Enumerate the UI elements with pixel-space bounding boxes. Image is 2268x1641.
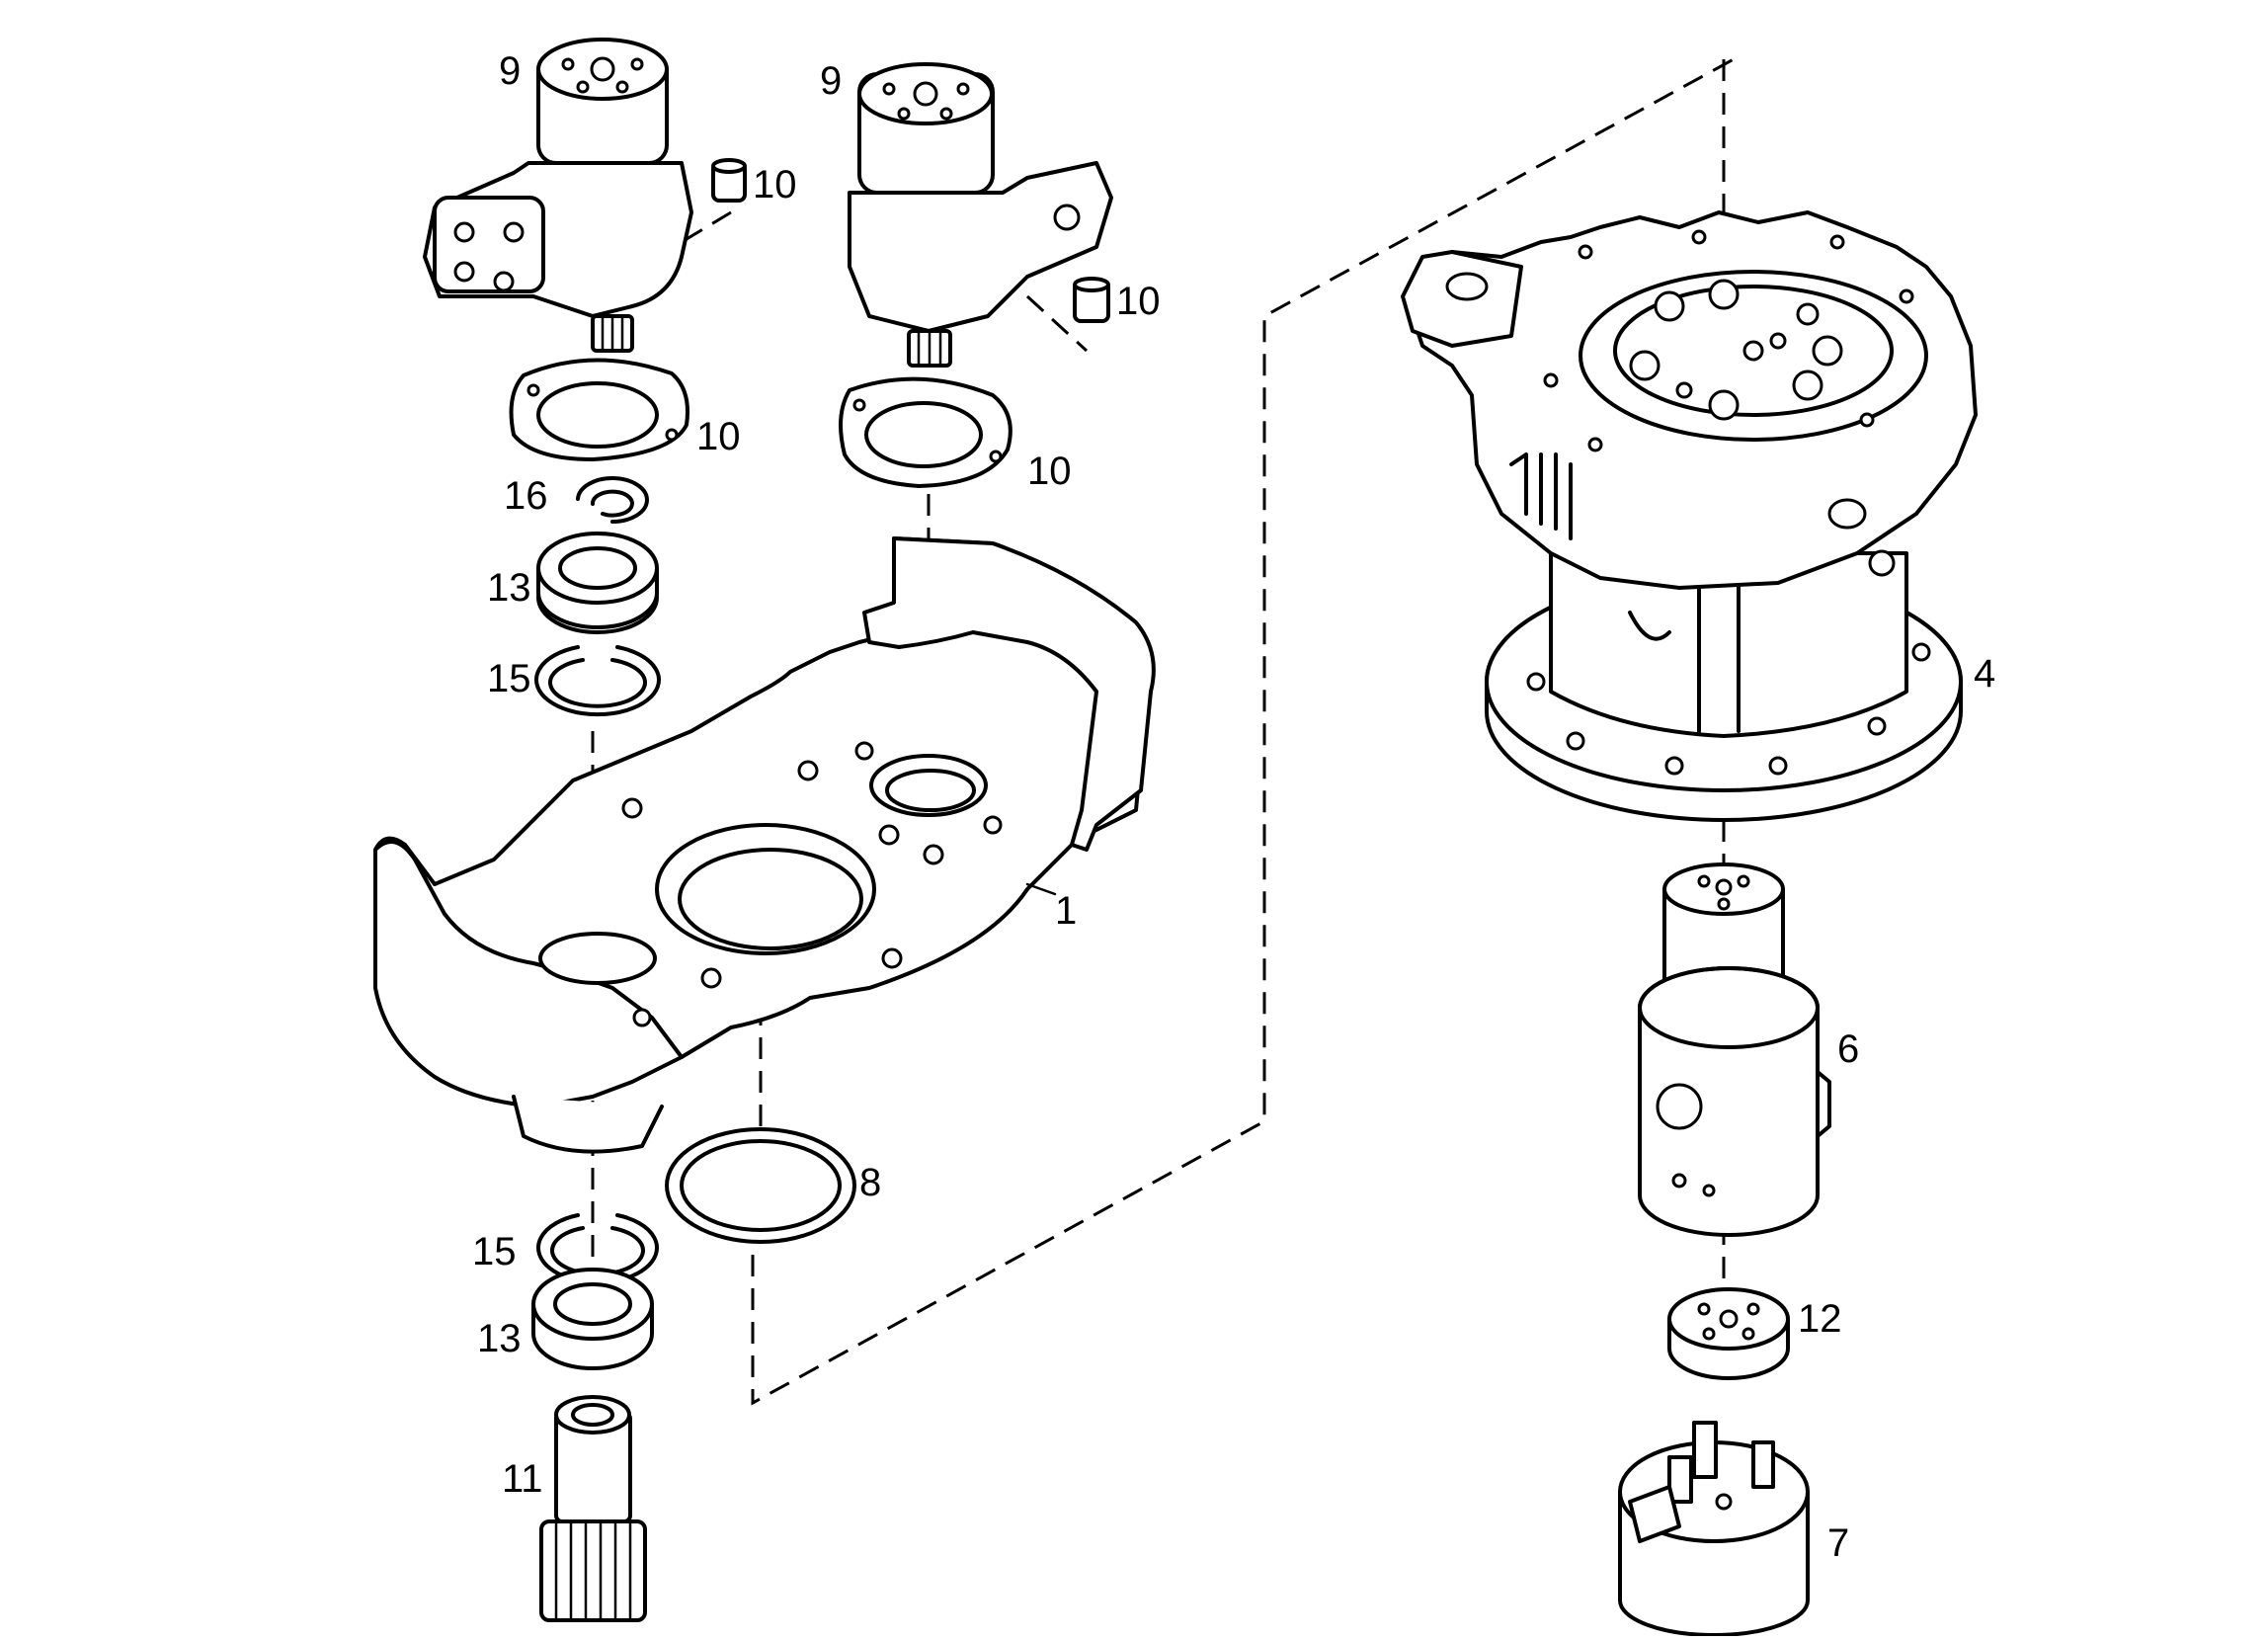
callout-10c: 10 [696,415,741,458]
callout-1: 1 [1055,889,1077,933]
bearing-bottom-icon [531,1268,654,1370]
rotary-joint-icon [1638,862,1831,1237]
callout-10b: 10 [1116,280,1161,323]
callout-15b: 15 [472,1230,517,1273]
callout-7: 7 [1827,1521,1849,1565]
callout-6: 6 [1837,1027,1859,1071]
callout-13a: 13 [487,566,531,610]
snap-ring-top-icon [534,645,661,717]
gasket-right-icon [839,376,1012,488]
gasket-left-icon [509,358,689,461]
frame-plate-icon [373,536,1156,1154]
hydraulic-motor-right-icon [848,62,1113,368]
callout-11: 11 [502,1457,543,1501]
hydraulic-motor-left-icon [423,38,693,353]
bearing-top-icon [536,532,659,634]
callout-16: 16 [504,474,548,518]
callout-9a: 9 [499,49,521,93]
callout-10d: 10 [1027,450,1072,493]
callout-15a: 15 [487,657,531,700]
pinion-gear-icon [539,1395,647,1622]
plug-right-icon [1073,277,1110,323]
plug-left-icon [711,158,747,203]
swing-gearbox-icon [1401,210,1978,822]
callout-9b: 9 [820,59,842,103]
callout-4: 4 [1974,652,1995,696]
callout-13b: 13 [477,1317,522,1360]
callout-10a: 10 [753,163,797,206]
seal-ring-icon [665,1127,856,1244]
callout-12: 12 [1798,1297,1842,1341]
circlip-icon [576,476,649,524]
callout-8: 8 [859,1161,881,1204]
cover-disc-icon [1667,1287,1790,1380]
collector-icon [1618,1421,1810,1637]
